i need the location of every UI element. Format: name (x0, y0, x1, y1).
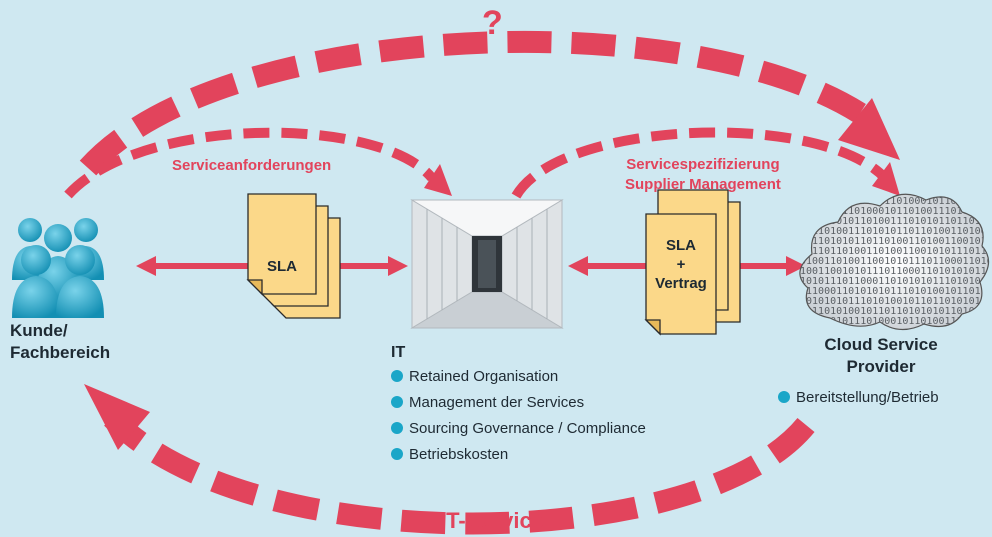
arc-top-dashed (79, 30, 877, 176)
it-bullet-text: Management der Services (409, 394, 585, 411)
it-service-label: IT-Service (440, 508, 544, 533)
arc-service-spec-arrowhead (872, 162, 900, 196)
service-spec-line1: Servicespezifizierung (626, 156, 780, 173)
sla-right-line2: + (676, 256, 686, 273)
arc-bottom-arrowhead (84, 384, 150, 450)
it-bullet-text: Sourcing Governance / Compliance (409, 420, 646, 437)
arrow-it-cloud-head-right (786, 256, 806, 276)
arrow-it-cloud-head-left (568, 256, 588, 276)
provider-line1: Cloud Service (824, 335, 938, 354)
bullet-dot (391, 396, 403, 408)
arc-service-spec (511, 127, 889, 199)
arc-service-requests-arrowhead (424, 164, 452, 196)
it-bullet-1: Retained Organisation (391, 368, 558, 385)
bullet-dot (391, 370, 403, 382)
service-requests-label: Serviceanforderungen (172, 157, 332, 174)
question-mark-label: ? (482, 4, 503, 42)
it-title: IT (391, 344, 406, 361)
it-bullet-2: Management der Services (391, 394, 584, 411)
bullet-dot (391, 448, 403, 460)
sla-right-line1: SLA (666, 237, 696, 254)
provider-bullet-1: Bereitstellung/Betrieb (778, 389, 939, 406)
it-bullet-4: Betriebskosten (391, 446, 508, 463)
arrow-customer-it-head-left (136, 256, 156, 276)
service-spec-line2: Supplier Management (625, 176, 781, 193)
sla-right-line3: Vertrag (655, 275, 707, 292)
customer-line1: Kunde/ (10, 321, 68, 340)
service-spec-label: Servicespezifizierung Supplier Managemen… (625, 155, 781, 195)
sla-vertrag-label: SLA + Vertrag (646, 236, 716, 293)
sla-left-label: SLA (267, 258, 297, 275)
arc-top-arrowhead (838, 98, 900, 160)
it-bullet-text: Betriebskosten (409, 446, 509, 463)
bullet-dot (391, 422, 403, 434)
arrow-customer-it-head-right (388, 256, 408, 276)
arc-bottom-dashed (104, 410, 815, 535)
provider-label: Cloud Service Provider (788, 334, 974, 378)
customer-label: Kunde/ Fachbereich (10, 320, 110, 364)
it-bullet-3: Sourcing Governance / Compliance (391, 420, 646, 437)
provider-bullet-text: Bereitstellung/Betrieb (796, 389, 939, 406)
bullet-dot (778, 391, 790, 403)
it-bullet-text: Retained Organisation (409, 368, 559, 385)
customer-line2: Fachbereich (10, 343, 111, 362)
provider-line2: Provider (846, 357, 916, 376)
arc-service-requests (64, 127, 436, 199)
